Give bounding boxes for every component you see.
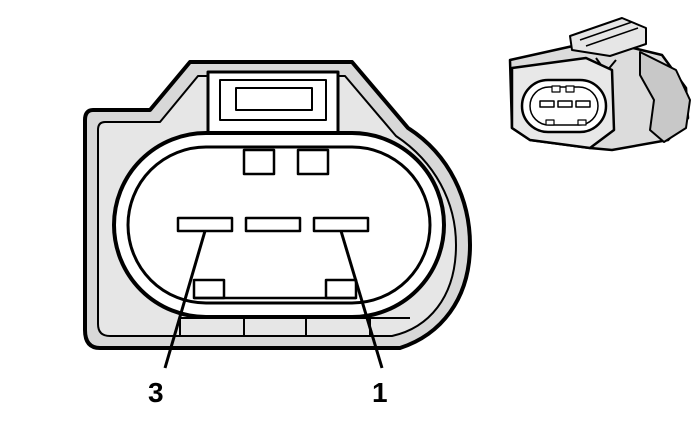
pin-label-3: 3 (148, 377, 164, 408)
leader-line-1 (339, 230, 384, 369)
terminal-cavity-2 (244, 216, 302, 233)
top-key-left (242, 148, 276, 176)
thumbnail-latch (569, 17, 647, 57)
pin-label-1: 1 (372, 377, 388, 408)
bottom-key-right (324, 278, 358, 300)
latch (206, 70, 340, 150)
terminal-cavity-3 (176, 216, 234, 233)
thumbnail-rear (639, 51, 691, 143)
connector-face-view (83, 60, 472, 369)
leader-line-3 (163, 230, 207, 369)
connector-isometric-view (508, 17, 691, 152)
bottom-key-left (192, 278, 226, 300)
terminal-cavity-1 (312, 216, 370, 233)
top-key-right (296, 148, 330, 176)
